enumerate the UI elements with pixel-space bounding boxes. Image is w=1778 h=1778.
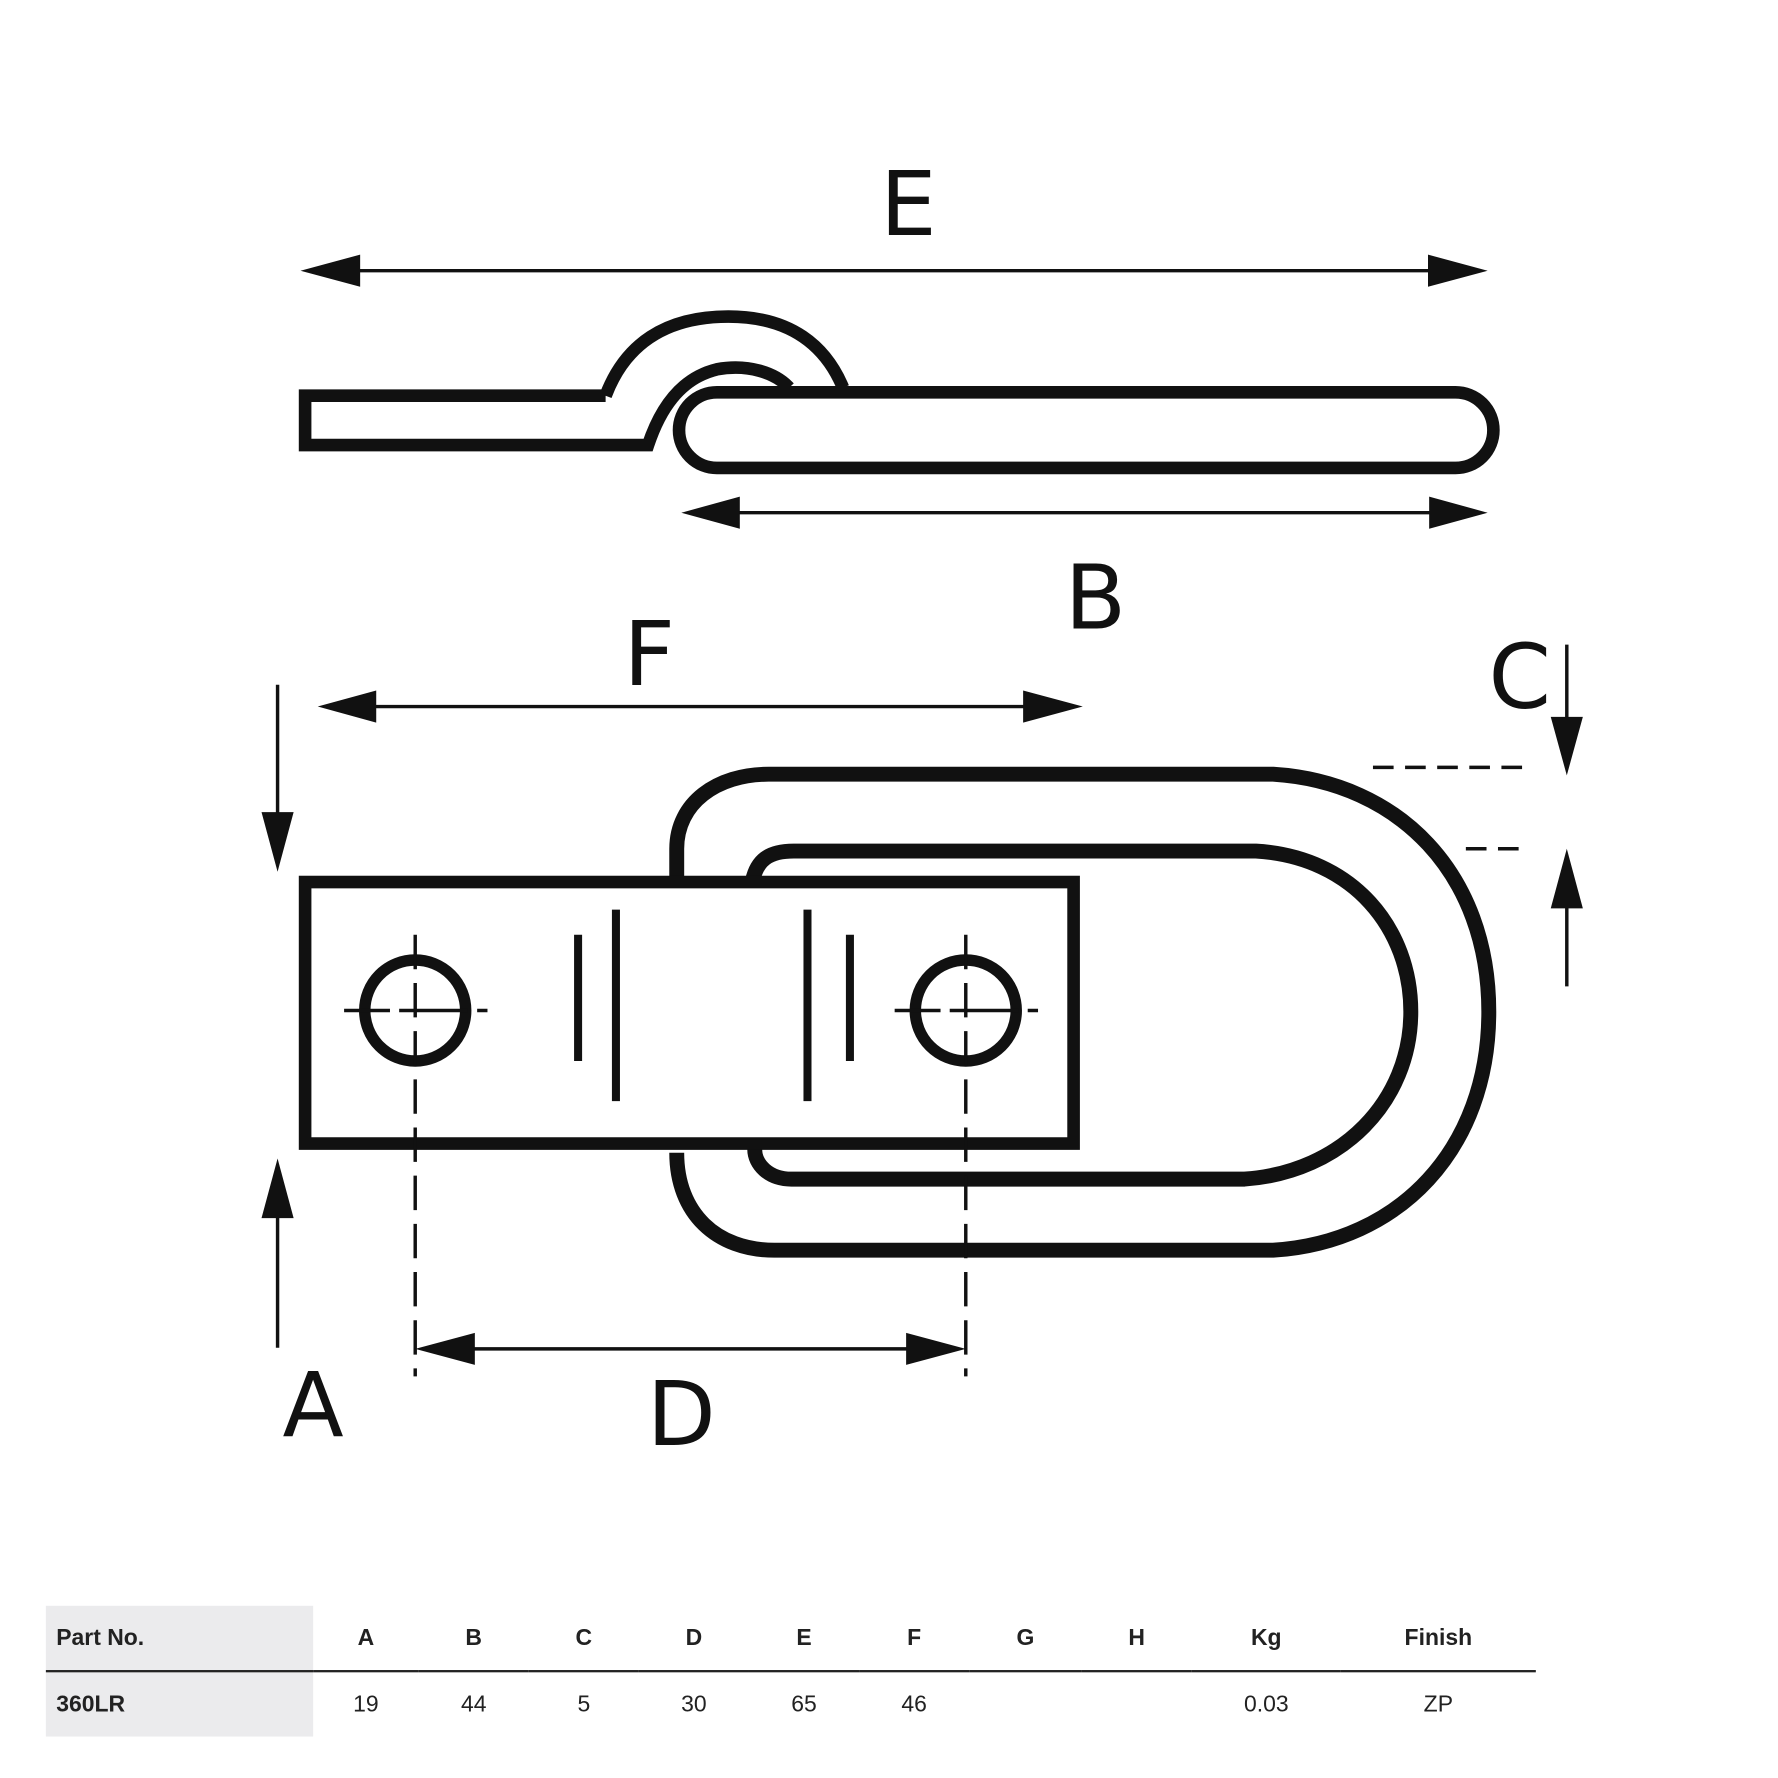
header-e: E xyxy=(748,1605,860,1673)
ring-inner xyxy=(745,843,1419,1187)
header-h: H xyxy=(1081,1605,1192,1673)
slot-marks xyxy=(574,909,854,1102)
side-view-plate xyxy=(298,310,849,452)
arrowhead xyxy=(317,690,377,723)
cell-part-no: 360LR xyxy=(45,1671,314,1737)
arrowhead xyxy=(300,254,361,287)
arrowhead xyxy=(906,1332,966,1365)
arrowhead xyxy=(1429,496,1488,529)
arrowhead xyxy=(1550,848,1583,909)
center-lines xyxy=(344,934,1039,1377)
label-b: B xyxy=(1065,547,1126,651)
header-a: A xyxy=(313,1605,419,1673)
header-kg: Kg xyxy=(1191,1605,1341,1673)
cell-b: 44 xyxy=(460,1691,487,1717)
arrowhead xyxy=(261,1158,294,1219)
cell-finish: ZP xyxy=(1423,1691,1453,1717)
table-row: 360LR 19 44 5 30 65 46 0.03 ZP xyxy=(45,1671,1536,1737)
label-f: F xyxy=(623,603,674,707)
header-b: B xyxy=(418,1605,529,1673)
header-part-no: Part No. xyxy=(45,1605,314,1673)
header-c: C xyxy=(528,1605,639,1673)
label-a: A xyxy=(283,1354,344,1458)
header-g: G xyxy=(969,1605,1082,1673)
label-d: D xyxy=(647,1363,716,1467)
cell-g xyxy=(969,1671,1081,1736)
arrowhead xyxy=(681,496,740,529)
side-view-bar xyxy=(672,385,1500,475)
cell-kg: 0.03 xyxy=(1243,1691,1289,1717)
cell-c: 5 xyxy=(577,1691,591,1717)
header-finish: Finish xyxy=(1340,1605,1536,1673)
cell-e: 65 xyxy=(791,1691,817,1717)
arrowhead xyxy=(1023,690,1083,723)
label-c: C xyxy=(1489,626,1551,730)
arrowhead xyxy=(1428,254,1488,287)
arrowhead xyxy=(261,812,294,872)
label-e: E xyxy=(880,153,937,257)
header-d: D xyxy=(638,1605,749,1673)
cell-h xyxy=(1082,1671,1192,1736)
cell-a: 19 xyxy=(353,1691,379,1717)
specification-table: Part No. A B C D E F G H Kg Finish 360LR… xyxy=(45,1605,1536,1737)
technical-drawing: E B F C A D xyxy=(261,153,1583,1467)
arrowhead xyxy=(1550,716,1583,776)
cell-d: 30 xyxy=(681,1691,707,1717)
table-header-row: Part No. A B C D E F G H Kg Finish xyxy=(45,1605,1536,1673)
ring-outer xyxy=(669,766,1497,1258)
arrowhead xyxy=(415,1332,475,1365)
mounting-plate xyxy=(298,875,1080,1150)
header-f: F xyxy=(859,1605,970,1673)
cell-f: 46 xyxy=(901,1691,927,1717)
